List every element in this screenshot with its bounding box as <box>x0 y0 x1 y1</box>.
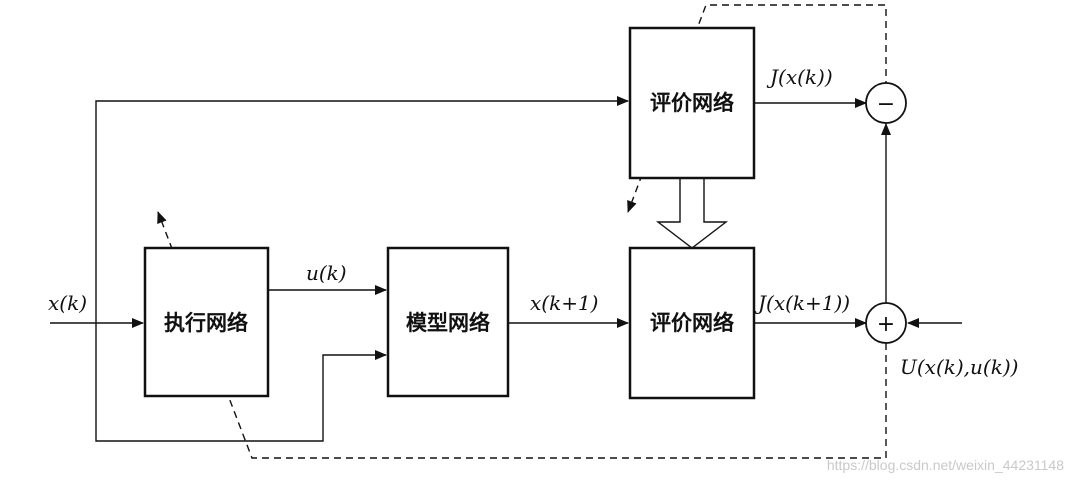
minus-junction: − <box>865 82 907 124</box>
critic-network-top-label: 评价网络 <box>650 91 734 115</box>
watermark: https://blog.csdn.net/weixin_44231148 <box>827 457 1064 473</box>
plus-junction: + <box>865 302 907 344</box>
label-utility: U(x(k),u(k)) <box>900 355 1018 379</box>
critic-network-bottom: 评价网络 <box>628 246 756 400</box>
minus-sign: − <box>877 92 895 117</box>
label-j-xk1: J(x(k+1)) <box>754 291 850 315</box>
label-x-k1: x(k+1) <box>530 291 599 315</box>
model-network-label: 模型网络 <box>406 311 490 335</box>
actor-network-label: 执行网络 <box>164 311 248 335</box>
label-j-xk: J(x(k)) <box>766 65 833 89</box>
actor-network: 执行网络 <box>143 246 270 398</box>
xk-to-model-line <box>95 323 387 442</box>
label-x-k: x(k) <box>48 291 87 315</box>
plus-sign: + <box>877 312 895 337</box>
model-network: 模型网络 <box>386 246 510 398</box>
weight-transfer-arrow <box>655 177 729 249</box>
critic-network-bottom-label: 评价网络 <box>650 311 734 335</box>
label-u-k: u(k) <box>306 261 347 285</box>
xk-to-critic-top-line <box>95 96 629 323</box>
critic-network-top: 评价网络 <box>628 26 756 180</box>
